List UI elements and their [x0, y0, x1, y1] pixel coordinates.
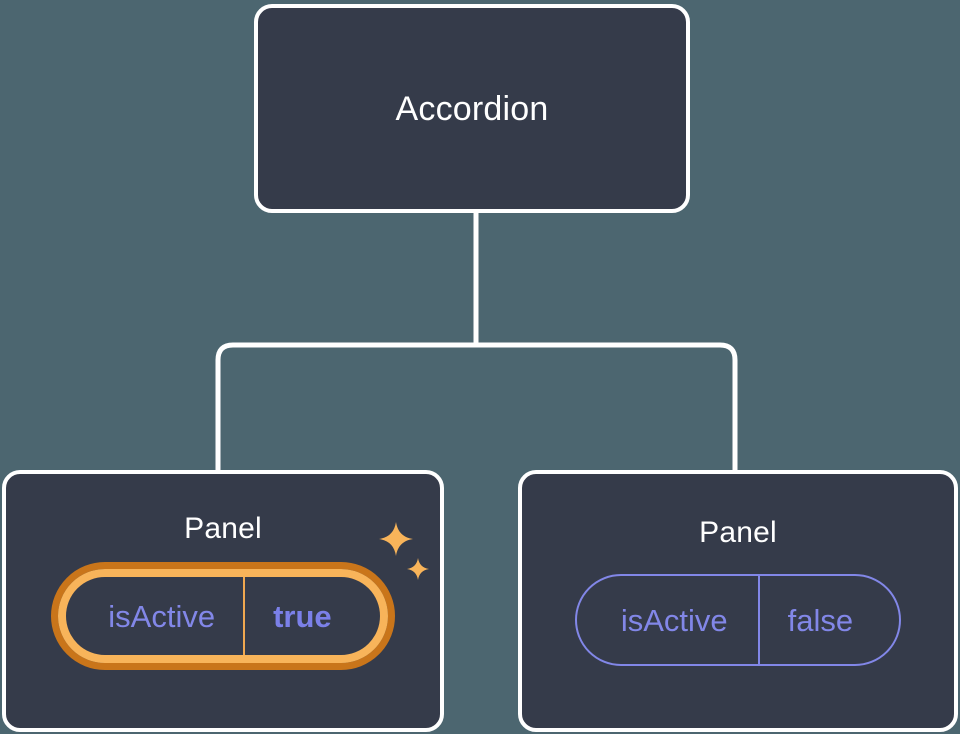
- sparkle-small-icon: [406, 558, 429, 580]
- sparkle-group: [377, 522, 437, 592]
- node-accordion[interactable]: Accordion: [254, 4, 690, 213]
- node-panel-inactive-title: Panel: [699, 516, 777, 549]
- prop-value-false: false: [757, 576, 899, 664]
- prop-pill-outer-ring: isActive true: [51, 562, 395, 670]
- prop-key-isactive: isActive: [108, 598, 216, 634]
- prop-value-true: true: [243, 577, 380, 655]
- prop-pill-active[interactable]: isActive true: [58, 569, 388, 663]
- sparkle-large-icon: [378, 522, 413, 556]
- edge-to-panel-left: [215, 342, 476, 472]
- node-panel-inactive[interactable]: Panel isActive false: [518, 470, 958, 732]
- node-panel-active-title: Panel: [184, 512, 262, 545]
- prop-pill-wrapper: isActive false: [574, 574, 902, 666]
- prop-pill-inactive[interactable]: isActive false: [574, 574, 902, 666]
- edge-to-panel-right: [476, 342, 738, 472]
- prop-pill-highlight-wrapper: isActive true: [51, 522, 429, 670]
- prop-key-isactive: isActive: [620, 602, 728, 638]
- node-panel-active[interactable]: Panel isActive true: [2, 470, 444, 732]
- node-accordion-title: Accordion: [395, 89, 549, 128]
